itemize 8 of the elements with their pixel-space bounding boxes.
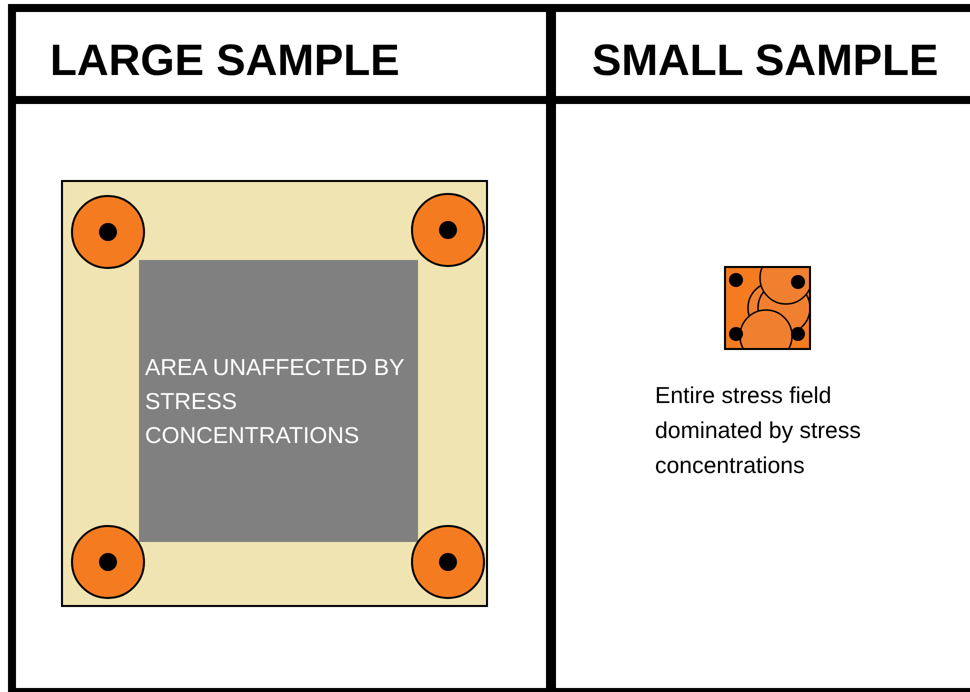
- unaffected-area: [139, 260, 418, 542]
- sample-panel: [8, 4, 556, 692]
- sample-panel: [546, 4, 970, 692]
- panel-heading: SMALL SAMPLE: [592, 36, 938, 86]
- area-label: AREA UNAFFECTED BY STRESS CONCENTRATIONS: [145, 353, 406, 450]
- large-sample-square: [61, 180, 488, 607]
- panel-heading: LARGE SAMPLE: [50, 36, 400, 86]
- sample-caption: Entire stress field dominated by stress concentrations: [655, 381, 862, 480]
